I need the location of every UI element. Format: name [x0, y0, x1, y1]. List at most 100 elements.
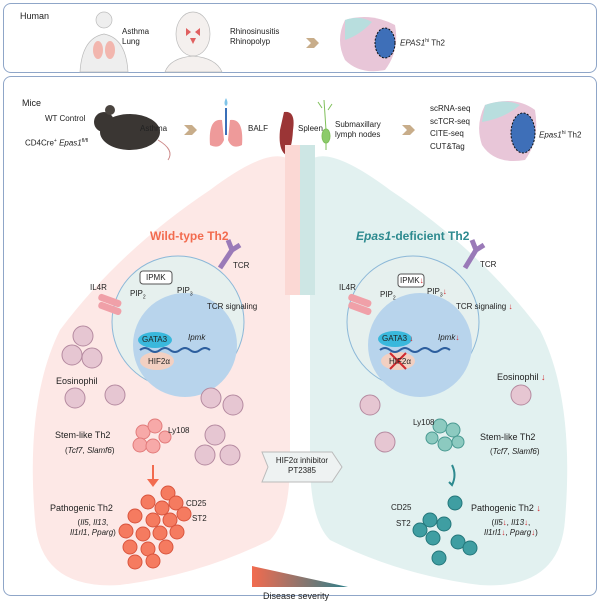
down-arrow-icon: ↓: [409, 334, 414, 343]
wildtype-title: Wild-type Th2: [150, 229, 229, 243]
sub: 3: [189, 291, 193, 298]
sup: hi: [425, 38, 430, 44]
title-gene: Epas1: [356, 229, 392, 243]
rhinosinusitis-text: Rhinosinusitis: [230, 27, 280, 36]
wt-pip3: PIP3: [177, 286, 193, 300]
gene: Il13: [93, 518, 107, 527]
gene: Tcf7: [67, 446, 83, 455]
wt-hif2a: [140, 352, 174, 370]
ko-stem-cells: [425, 418, 465, 452]
ko-pip2: PIP2: [380, 290, 396, 304]
submaxillary-text: Submaxillary: [335, 120, 381, 129]
cell: Th2: [565, 130, 582, 140]
wt-ipmk-gene: Ipmk: [188, 333, 206, 342]
ko-ipmk: IPMK↓: [400, 276, 424, 286]
ko-cross-icon: [389, 352, 407, 370]
inhibitor-arrow-box: [261, 451, 343, 483]
mouse-umap-icon: [479, 101, 537, 161]
spleen-icon: [279, 111, 294, 155]
mice-cluster-label: Epas1hi Th2: [539, 128, 581, 141]
mice-asthma-label: Asthma: [140, 124, 168, 133]
gene: Slamf6: [511, 447, 537, 456]
wt-ly108: Ly108: [168, 426, 190, 435]
human-head-icon: [164, 11, 223, 73]
trachea: [285, 145, 300, 295]
down-arrow-icon: ↓: [508, 302, 513, 311]
ko-hif2a-label: HIF2α: [389, 357, 411, 366]
ko-arrow: [448, 464, 456, 487]
pip: PIP: [177, 286, 190, 295]
ko-stem-genes: (Tcf7, Slamf6): [490, 447, 540, 456]
ko-ipmk-gene: Ipmk↓: [438, 333, 459, 343]
down-arrow-icon: ↓: [531, 528, 536, 537]
wt-pathogenic: Pathogenic Th2: [50, 503, 113, 513]
mouse-icon: [94, 105, 171, 161]
label: Pathogenic Th2: [471, 503, 534, 513]
down-arrow-icon: ↓: [536, 503, 541, 513]
wt-tcr: TCR: [233, 261, 250, 270]
label: TCR signaling: [456, 302, 507, 311]
wt-stem-like: Stem-like Th2: [55, 430, 111, 440]
wt-ipmk: IPMK: [146, 273, 166, 282]
ko-il4r: IL4R: [339, 283, 356, 292]
wt-control-label: WT Control: [45, 114, 86, 123]
wt-arrow: [147, 465, 159, 487]
il4r-icon: [98, 293, 122, 316]
lymph-node-icon: [317, 99, 333, 150]
sup: hi: [561, 130, 566, 136]
wt-hif2a-label: HIF2α: [148, 357, 170, 366]
assay-item: scTCR-seq: [430, 116, 471, 126]
assay-item: CITE-seq: [430, 129, 464, 138]
pip: PIP: [380, 290, 393, 299]
gene: Il1rl1: [70, 528, 88, 537]
wt-cd25: CD25: [186, 499, 207, 508]
ko-pathogenic-cells: [412, 495, 478, 566]
ko-stem-like: Stem-like Th2: [480, 432, 536, 442]
assay-item: CUT&Tag: [430, 141, 465, 151]
ko-tcr: TCR: [480, 260, 497, 269]
wt-il4r: IL4R: [90, 283, 107, 292]
pip: PIP: [130, 289, 143, 298]
gene: Il5: [80, 518, 89, 527]
wt-st2: ST2: [192, 514, 207, 523]
chevron-icon: [306, 38, 319, 48]
cko-gene: Epas1: [59, 138, 82, 148]
down-arrow-icon: ↓: [524, 518, 529, 527]
sub: 2: [392, 295, 396, 302]
human-umap-icon: [340, 16, 397, 72]
gene: Tcf7: [492, 447, 508, 456]
gene: Il13: [511, 518, 525, 527]
eosinophils: [61, 325, 532, 466]
cko-plus: +: [53, 138, 57, 144]
spleen-label: Spleen: [298, 124, 323, 133]
ko-path-genes: (Il5↓, Il13↓,Il1rl1↓, Pparg↓): [484, 518, 538, 537]
wt-pip2: PIP2: [130, 289, 146, 303]
label: Eosinophil: [497, 372, 539, 382]
down-arrow-icon: ↓: [541, 372, 546, 382]
human-cluster-label: EPAS1hi Th2: [400, 36, 445, 49]
ko-tcr-signaling: TCR signaling ↓: [456, 302, 512, 312]
wt-gata3: [138, 332, 172, 348]
inhibitor-name: HIF2α inhibitor: [275, 456, 329, 465]
lymph-nodes-text: lymph nodes: [335, 130, 381, 139]
gene: Pparg: [91, 528, 114, 537]
ko-gata3: [378, 331, 412, 347]
gene: Il1rl1: [484, 528, 502, 537]
wt-pathogenic-cells: [118, 485, 192, 570]
ko-pathogenic: Pathogenic Th2 ↓: [471, 503, 541, 513]
severity-gradient: [252, 566, 348, 587]
wt-eosinophil: Eosinophil: [56, 376, 98, 386]
ko-ly108: Ly108: [413, 418, 435, 427]
cko-label: CD4Cre+ Epas1fl/fl: [25, 136, 88, 149]
gene: Ipmk: [438, 333, 456, 342]
wt-path-genes: (Il5, Il13,Il1rl1, Pparg): [70, 518, 116, 537]
ko-pip3: PIP3↓: [427, 287, 447, 301]
chevron-icon: [184, 125, 197, 135]
ko-cd25: CD25: [391, 503, 412, 512]
ipmk: IPMK: [400, 276, 420, 285]
gene: Pparg: [509, 528, 532, 537]
